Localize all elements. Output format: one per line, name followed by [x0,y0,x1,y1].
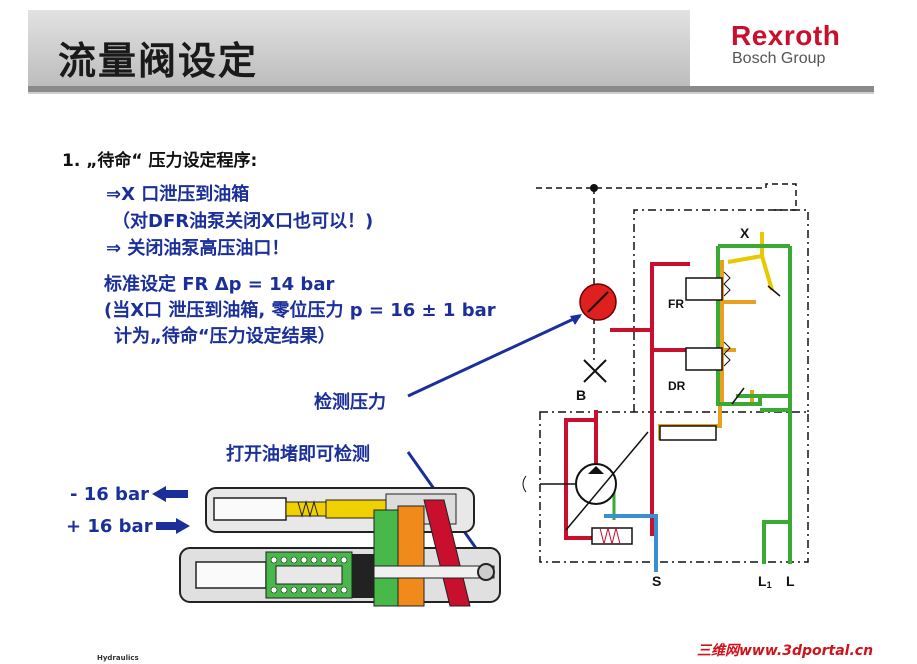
brand-subtitle: Bosch Group [732,50,826,67]
valve-cutaway [179,487,501,607]
measure-pointer-head [570,314,582,325]
procedure-heading: 1. „待命“ 压力设定程序: [62,151,258,171]
standard-setting: 标准设定 FR Δp = 14 bar [104,274,335,295]
label-l1-letter: L [758,573,767,589]
standby-result: 计为„待命“压力设定结果） [114,326,336,347]
footer-section: Hydraulics [97,654,139,662]
minus-16-bar-label: - 16 bar [70,484,149,505]
step-x-port: ⇒X 口泄压到油箱 [106,184,250,205]
open-plug-label: 打开油堵即可检测 [226,444,370,465]
zero-pressure-note: (当X口 泄压到油箱, 零位压力 p = 16 ± 1 bar [104,300,496,321]
label-b: B [576,387,586,403]
label-l1-sub: 1 [767,580,772,590]
title-rule-light [28,92,874,94]
watermark: 三维网www.3dportal.cn [697,643,874,659]
measure-pointer [407,314,581,398]
label-l1: L1 [758,573,772,590]
title-rule [28,86,874,92]
label-dr: DR [668,379,686,393]
title-bar [28,10,690,86]
step-close-port: ⇒ 关闭油泵高压油口！ [106,238,290,259]
label-x: X [740,225,750,241]
label-fr: FR [668,297,684,311]
arrow-left-icon [152,486,188,502]
hydraulic-schematic [522,183,809,572]
arrow-right-icon [156,518,190,534]
page-title: 流量阀设定 [58,39,259,83]
brand-logo: Rexroth [731,20,841,51]
plus-16-bar-label: + 16 bar [66,516,153,537]
label-l: L [786,573,795,589]
label-s: S [652,573,661,589]
step-dfr-note: （对DFR油泵关闭X口也可以！) [112,211,374,232]
measure-pressure-label: 检测压力 [314,392,386,413]
